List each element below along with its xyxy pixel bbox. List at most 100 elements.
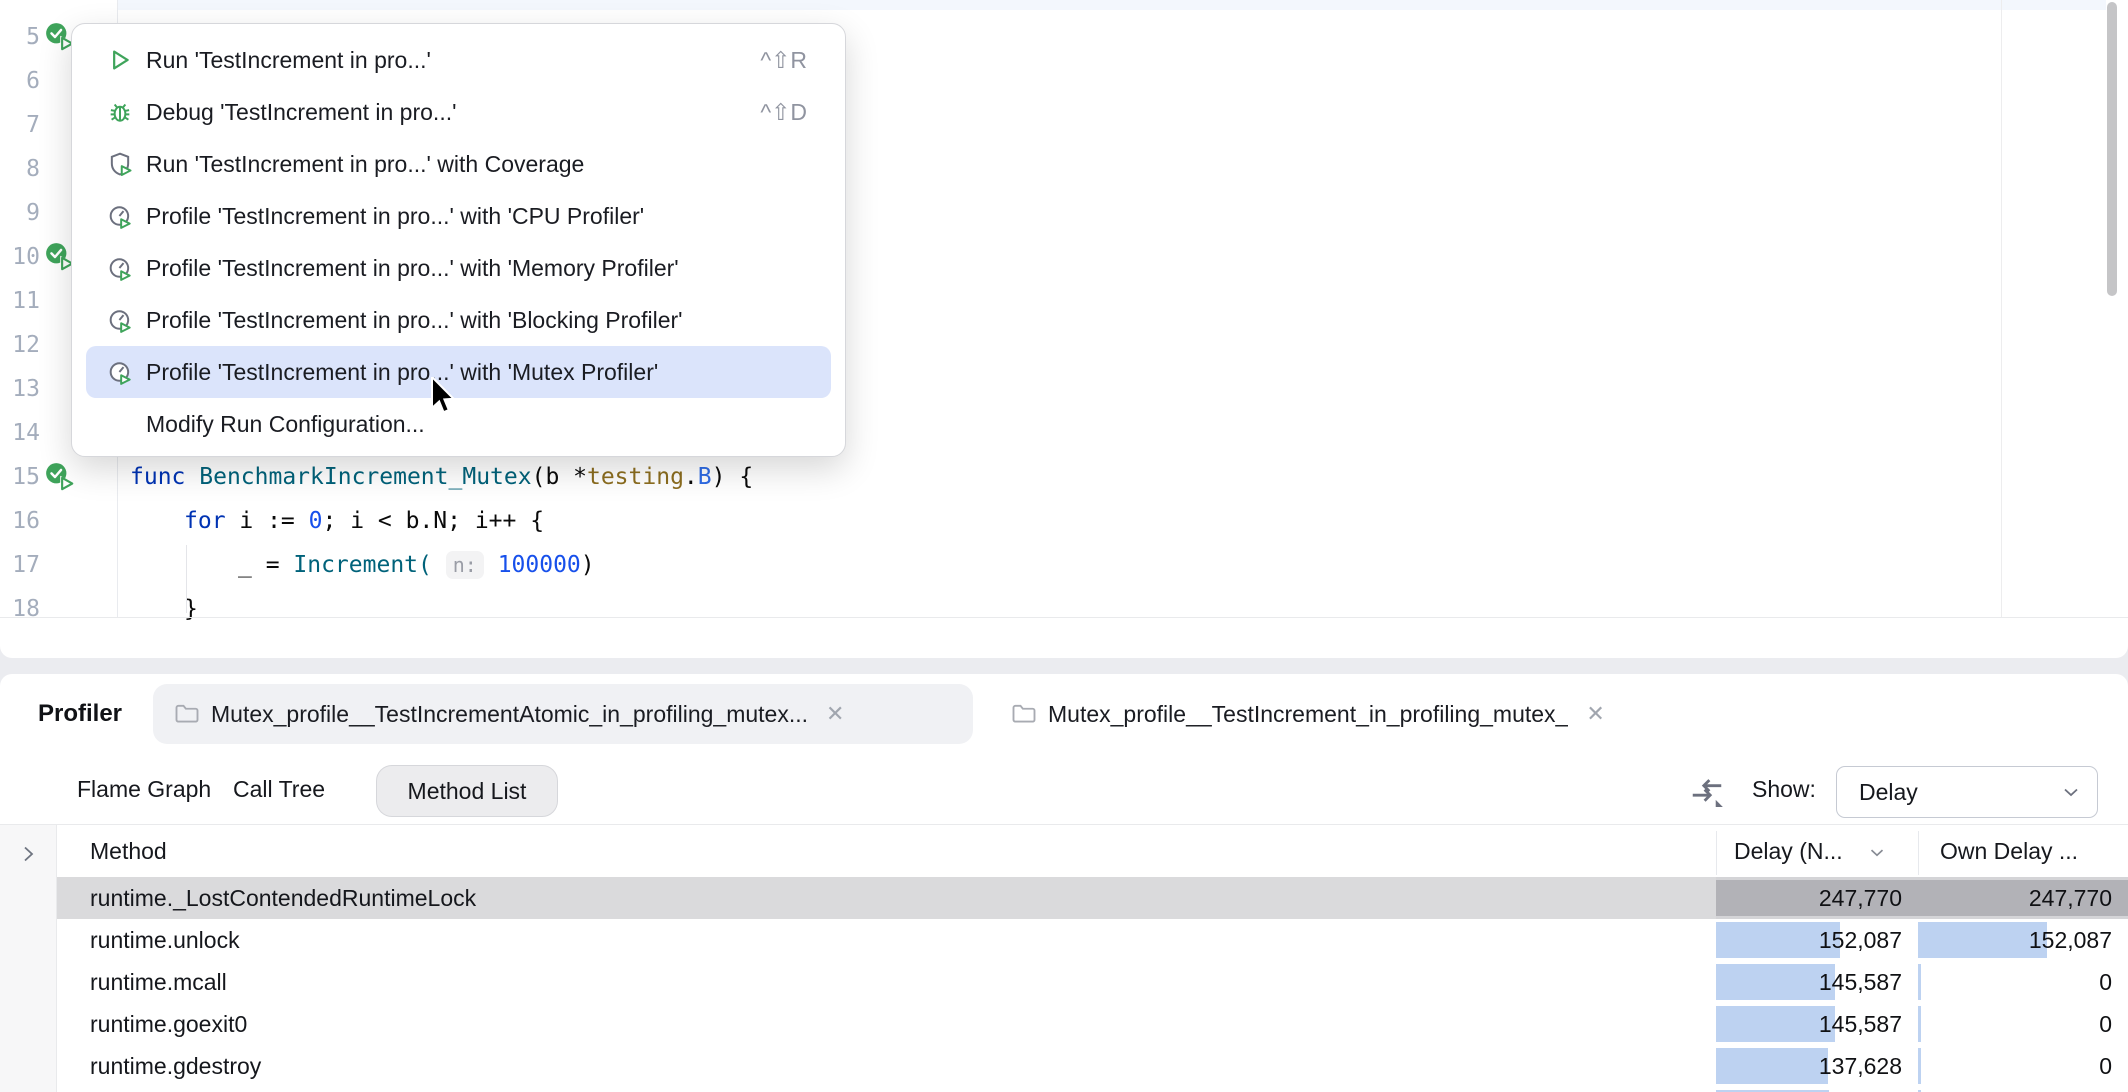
indent-guide xyxy=(186,545,187,613)
value-bar xyxy=(1716,1048,1829,1084)
show-dropdown[interactable]: Delay xyxy=(1836,766,2098,818)
menu-item-6[interactable]: Profile 'TestIncrement in pro...' with '… xyxy=(86,346,831,398)
code-token: 0 xyxy=(308,508,323,534)
chevron-right-icon[interactable] xyxy=(16,842,40,866)
tab-method-list[interactable]: Method List xyxy=(376,765,558,817)
tab-call-tree[interactable]: Call Tree xyxy=(233,776,326,802)
debug-icon xyxy=(106,98,134,126)
editor-scrollbar[interactable] xyxy=(2107,2,2117,296)
table-row[interactable]: runtime.gdestroy 137,628 0 xyxy=(0,1045,2128,1087)
menu-item-3[interactable]: Profile 'TestIncrement in pro...' with '… xyxy=(86,190,831,242)
table-row[interactable]: runtime.goexit0 145,587 0 xyxy=(0,1003,2128,1045)
value-text: 152,087 xyxy=(1818,927,1902,953)
line-number[interactable]: 11 xyxy=(12,288,40,314)
folder-icon xyxy=(1010,700,1038,728)
value-text: 0 xyxy=(2099,1011,2112,1037)
current-line-highlight xyxy=(118,0,2106,10)
column-header-method[interactable]: Method xyxy=(90,838,167,864)
line-number[interactable]: 8 xyxy=(26,156,40,182)
line-number[interactable]: 15 xyxy=(12,464,40,490)
value-text: 0 xyxy=(2099,969,2112,995)
coverage-icon xyxy=(106,150,134,178)
collapse-arrows-icon[interactable] xyxy=(1688,773,1726,811)
line-number[interactable]: 9 xyxy=(26,200,40,226)
menu-item-2[interactable]: Run 'TestIncrement in pro...' with Cover… xyxy=(86,138,831,190)
close-icon[interactable]: ✕ xyxy=(826,701,845,726)
value-text: 152,087 xyxy=(2028,927,2112,953)
line-number[interactable]: 7 xyxy=(26,112,40,138)
code-line: _ = Increment( n: 100000) xyxy=(238,543,595,587)
table-row[interactable]: runtime.mcall 145,587 0 xyxy=(0,961,2128,1003)
show-dropdown-value: Delay xyxy=(1859,779,1918,805)
code-token: ; i < b.N; i++ { xyxy=(322,508,545,534)
menu-item-label: Modify Run Configuration... xyxy=(146,410,425,437)
delay-cell: 145,587 xyxy=(1716,1003,1918,1045)
value-bar xyxy=(1918,880,2128,916)
code-token: (b * xyxy=(531,464,587,490)
menu-item-0[interactable]: Run 'TestIncrement in pro...'^⇧R xyxy=(86,34,831,86)
code-line: func BenchmarkIncrement_Mutex(b *testing… xyxy=(130,455,753,499)
profiler-icon xyxy=(106,306,134,334)
line-number[interactable]: 16 xyxy=(12,508,40,534)
menu-item-label: Run 'TestIncrement in pro...' with Cover… xyxy=(146,150,585,177)
method-cell: runtime.unlock xyxy=(90,927,240,953)
value-bar xyxy=(1918,1048,1921,1084)
line-number[interactable]: 14 xyxy=(12,420,40,446)
code-token: 100000 xyxy=(497,552,581,578)
line-number[interactable]: 17 xyxy=(12,552,40,578)
menu-item-7[interactable]: Modify Run Configuration... xyxy=(86,398,831,450)
own-delay-cell: 0 xyxy=(1918,1003,2128,1045)
tab-flame-graph[interactable]: Flame Graph xyxy=(77,776,212,802)
value-bar xyxy=(1716,964,1835,1000)
column-header-own-delay[interactable]: Own Delay ... xyxy=(1940,838,2079,864)
method-cell: runtime._LostContendedRuntimeLock xyxy=(57,877,1716,919)
code-token: Increment( xyxy=(293,552,432,578)
code-token: . xyxy=(683,464,698,490)
menu-item-1[interactable]: Debug 'TestIncrement in pro...'^⇧D xyxy=(86,86,831,138)
method-cell: runtime.goexit0 xyxy=(90,1011,248,1037)
session-tab-mutex[interactable]: Mutex_profile__TestIncrement_in_profilin… xyxy=(990,684,1720,744)
editor-bottom-border xyxy=(0,617,2128,618)
session-tab-atomic[interactable]: Mutex_profile__TestIncrementAtomic_in_pr… xyxy=(153,684,973,744)
parameter-hint: n: xyxy=(445,551,484,579)
sort-chevron-icon[interactable] xyxy=(1866,841,1888,863)
method-cell: runtime.mcall xyxy=(90,969,227,995)
line-number[interactable]: 12 xyxy=(12,332,40,358)
code-token: } xyxy=(184,596,198,622)
line-number[interactable]: 5 xyxy=(26,24,40,50)
value-bar xyxy=(1918,964,1921,1000)
run-gutter-icon[interactable] xyxy=(44,461,76,493)
run-gutter-icon[interactable] xyxy=(44,241,76,273)
column-divider xyxy=(1918,831,1919,875)
value-text: 137,628 xyxy=(1818,1053,1902,1079)
chevron-down-icon xyxy=(2059,780,2083,804)
menu-item-5[interactable]: Profile 'TestIncrement in pro...' with '… xyxy=(86,294,831,346)
wrap-guide xyxy=(2001,0,2002,617)
table-row[interactable]: runtime.unlock 152,087 152,087 xyxy=(0,919,2128,961)
close-icon[interactable]: ✕ xyxy=(1586,701,1605,726)
code-token: B xyxy=(697,464,712,490)
menu-item-label: Profile 'TestIncrement in pro...' with '… xyxy=(146,202,645,229)
line-number[interactable]: 18 xyxy=(12,596,40,622)
own-delay-cell: 152,087 xyxy=(1918,919,2128,961)
line-number[interactable]: 13 xyxy=(12,376,40,402)
method-cell: runtime.gdestroy xyxy=(90,1053,262,1079)
value-bar xyxy=(1918,1090,1921,1092)
menu-item-label: Profile 'TestIncrement in pro...' with '… xyxy=(146,254,679,281)
code-token: func xyxy=(130,464,200,490)
table-row[interactable] xyxy=(0,1087,2128,1092)
value-text: 0 xyxy=(2099,1053,2112,1079)
delay-cell: 137,628 xyxy=(1716,1045,1918,1087)
menu-item-4[interactable]: Profile 'TestIncrement in pro...' with '… xyxy=(86,242,831,294)
table-header: Method Delay (N... Own Delay ... xyxy=(0,825,2128,877)
line-number[interactable]: 10 xyxy=(12,244,40,270)
column-header-delay[interactable]: Delay (N... xyxy=(1734,838,1843,864)
session-tab-label: Mutex_profile__TestIncrement_in_profilin… xyxy=(1048,700,1569,727)
line-number[interactable]: 6 xyxy=(26,68,40,94)
run-gutter-icon[interactable] xyxy=(44,21,76,53)
value-text: 145,587 xyxy=(1818,969,1902,995)
code-token: ) { xyxy=(711,464,754,490)
menu-item-shortcut: ^⇧R xyxy=(760,46,807,73)
